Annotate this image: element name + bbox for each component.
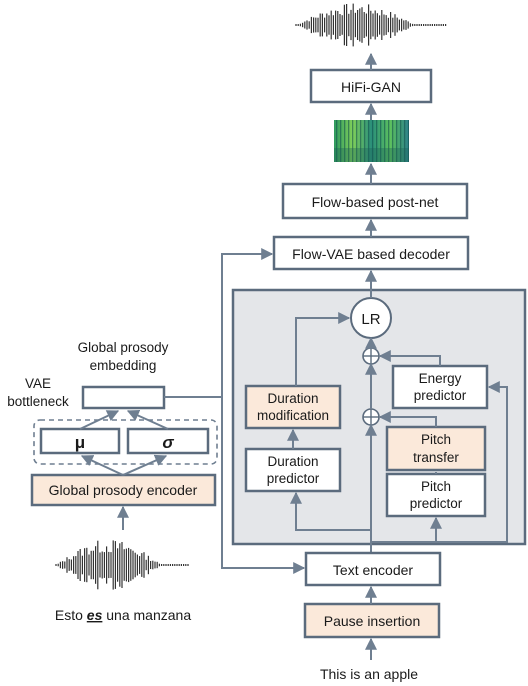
reference-waveform-icon xyxy=(55,540,189,590)
duration-modification-block: Duration modification xyxy=(244,384,342,430)
lr-label: LR xyxy=(361,311,380,328)
svg-text:Global prosody: Global prosody xyxy=(78,340,169,355)
circle-plus-icon xyxy=(362,408,380,426)
input-text: This is an apple xyxy=(320,666,418,682)
flow-vae-decoder-label: Flow-VAE based decoder xyxy=(292,246,450,262)
svg-text:σ: σ xyxy=(162,433,174,452)
flow-postnet-block: Flow-based post-net xyxy=(281,182,469,220)
flow-postnet-label: Flow-based post-net xyxy=(312,194,439,210)
duration-modification-label-2: modification xyxy=(257,408,329,423)
global-prosody-embedding-box xyxy=(81,385,166,410)
hifi-gan-block: HiFi-GAN xyxy=(309,68,433,104)
flow-vae-decoder-block: Flow-VAE based decoder xyxy=(272,235,470,271)
hifi-gan-label: HiFi-GAN xyxy=(341,79,401,95)
svg-text:μ: μ xyxy=(75,433,85,452)
duration-modification-label-1: Duration xyxy=(267,391,318,406)
duration-predictor-label-2: predictor xyxy=(267,471,320,486)
reference-text: Esto es una manzana xyxy=(55,607,191,623)
energy-predictor-block: Energy predictor xyxy=(391,364,489,410)
sigma-box: σ xyxy=(126,427,210,455)
vae-bottleneck-label: VAE bottleneck xyxy=(7,376,69,409)
pause-insertion-label: Pause insertion xyxy=(324,613,421,629)
mel-spectrogram-icon xyxy=(334,120,409,162)
pitch-transfer-label-2: transfer xyxy=(413,450,459,465)
duration-predictor-block: Duration predictor xyxy=(244,447,342,493)
vae-bottleneck-container xyxy=(33,419,218,465)
mu-box: μ xyxy=(39,427,121,455)
svg-text:VAE: VAE xyxy=(25,376,51,391)
svg-text:bottleneck: bottleneck xyxy=(7,394,69,409)
pitch-predictor-label-2: predictor xyxy=(410,496,463,511)
energy-predictor-label-1: Energy xyxy=(419,371,462,386)
global-prosody-encoder-block: Global prosody encoder xyxy=(30,473,217,507)
pitch-transfer-label-1: Pitch xyxy=(421,432,451,447)
text-encoder-block: Text encoder xyxy=(304,551,442,587)
global-prosody-embedding-label: Global prosody embedding xyxy=(78,340,169,373)
pitch-predictor-label-1: Pitch xyxy=(421,479,451,494)
pitch-predictor-block: Pitch predictor xyxy=(385,472,487,518)
energy-predictor-label-2: predictor xyxy=(414,388,467,403)
duration-predictor-label-1: Duration xyxy=(267,454,318,469)
global-prosody-encoder-label: Global prosody encoder xyxy=(49,482,198,498)
output-waveform-icon xyxy=(295,3,447,47)
pause-insertion-block: Pause insertion xyxy=(303,602,441,639)
circle-plus-icon xyxy=(362,347,380,365)
length-regulator-node: LR xyxy=(350,297,392,339)
pitch-transfer-block: Pitch transfer xyxy=(385,425,487,472)
text-encoder-label: Text encoder xyxy=(333,562,413,578)
svg-text:embedding: embedding xyxy=(90,358,157,373)
